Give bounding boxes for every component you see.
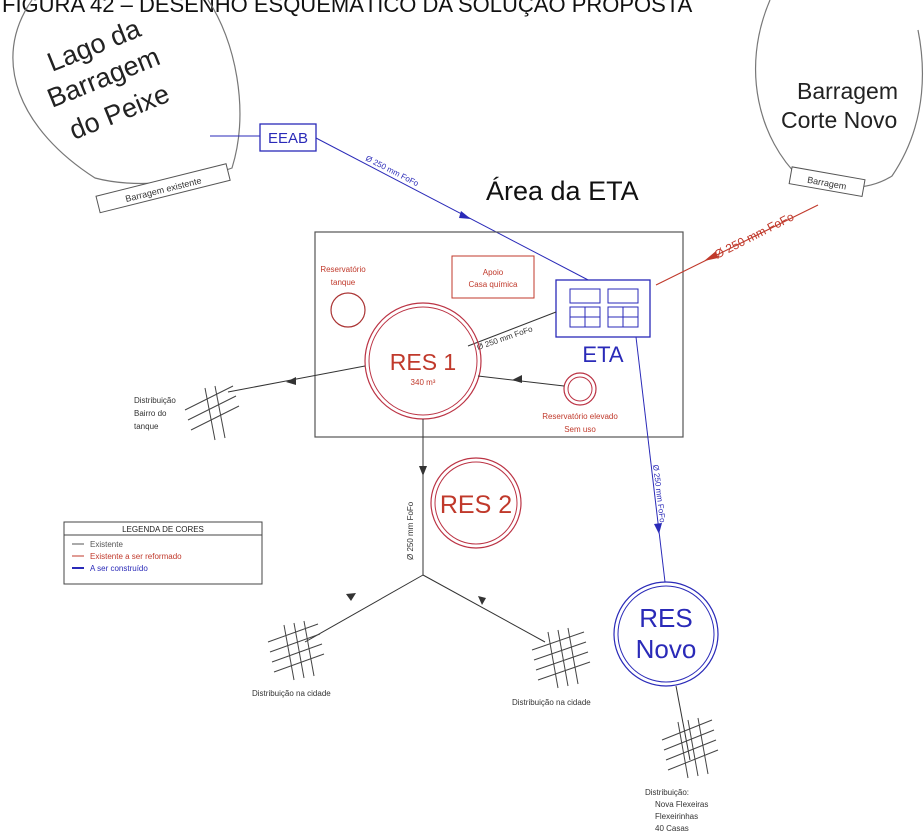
pipe-eeab-arrow	[459, 211, 471, 219]
pipe-corte-novo-label: Ø 250 mm FoFo	[712, 209, 796, 261]
legend-title: LEGENDA DE CORES	[122, 525, 204, 534]
res-novo-line2: Novo	[636, 634, 697, 664]
dist-city-left-label: Distribuição na cidade	[252, 689, 331, 698]
res-novo-circle-inner	[617, 585, 715, 683]
res2-circle-outer	[430, 457, 522, 549]
pipe-dist-novo	[675, 685, 691, 761]
pipe-eta-res1	[467, 311, 557, 347]
dist-novo-line4: 40 Casas	[655, 824, 689, 833]
support-line2: Casa química	[469, 280, 518, 289]
pipe-res-novo-arrow	[654, 523, 662, 534]
pipe-eta-res1-label: Ø 250 mm FoFo	[476, 324, 535, 352]
elevated-circle-outer	[563, 372, 597, 406]
dist-city-right-label: Distribuição na cidade	[512, 698, 591, 707]
eta-area-title: Área da ETA	[486, 176, 639, 206]
legend-item-existing: Existente	[90, 540, 123, 549]
eta-label: ETA	[582, 342, 623, 367]
elevated-line2: Sem uso	[564, 425, 596, 434]
dist-left-line1: Distribuição	[134, 396, 176, 405]
pipe-res2-label: Ø 250 mm FoFo	[406, 501, 415, 560]
dist-left-line3: tanque	[134, 422, 159, 431]
pipe-res1-city-arrow	[419, 466, 427, 476]
res1-volume: 340 m³	[411, 378, 436, 387]
pipe-eeab-eta	[315, 137, 593, 283]
reservoir-tank-line2: tanque	[331, 278, 356, 287]
pipe-city-right	[422, 574, 546, 643]
res-novo-circle-outer	[613, 581, 719, 687]
reservoir-tank-circle	[330, 292, 366, 328]
pipe-elevated-arrow	[512, 375, 522, 383]
legend-item-new: A ser construído	[90, 564, 148, 573]
support-box	[451, 255, 535, 299]
legend-item-reform: Existente a ser reformado	[90, 552, 182, 561]
res2-label: RES 2	[440, 491, 512, 519]
eta-block	[555, 279, 651, 338]
dist-city-right-grid	[531, 627, 591, 689]
pipe-city-left	[304, 574, 424, 643]
dist-novo-line2: Nova Flexeiras	[655, 800, 708, 809]
eeab-label: EEAB	[268, 130, 308, 147]
pipe-res-novo-label: Ø 250 mm FoFo	[651, 464, 667, 523]
eeab-box	[259, 123, 317, 152]
support-line1: Apoio	[483, 268, 504, 277]
pipe-corte-novo	[655, 204, 819, 286]
dist-left-grid	[184, 385, 240, 441]
reservoir-tank-line1: Reservatório	[320, 265, 366, 274]
elevated-line1: Reservatório elevado	[542, 412, 618, 421]
dam-existing: Barragem existente	[95, 163, 231, 214]
pipe-eeab-label: Ø 250 mm FoFo	[364, 154, 420, 189]
color-legend: LEGENDA DE CORES Existente Existente a s…	[63, 521, 263, 585]
res-novo-line1: RES	[639, 603, 692, 633]
pipe-city-left-arrow	[346, 593, 356, 601]
dam-corte-novo: Barragem	[788, 166, 866, 198]
res2-circle-inner	[434, 461, 518, 545]
pipe-res-novo	[635, 336, 666, 583]
pipe-city-right-arrow	[478, 596, 486, 605]
res1-circle-inner	[368, 306, 478, 416]
pipe-dist-left	[227, 365, 366, 393]
dist-novo-line3: Flexeirinhas	[655, 812, 698, 821]
dist-city-left-grid	[267, 620, 325, 681]
eta-area-box	[314, 231, 684, 438]
figure-title: FIGURA 42 – DESENHO ESQUEMÁTICO DA SOLUÇ…	[2, 0, 693, 17]
lake-right-line1: Barragem	[797, 78, 898, 104]
lake-right-line2: Corte Novo	[781, 107, 897, 133]
pipe-corte-novo-arrow	[704, 251, 718, 261]
pipe-dist-left-arrow	[286, 377, 296, 385]
lake-barragem-corte-novo: Barragem Corte Novo Barragem	[754, 0, 924, 198]
dist-novo-line1: Distribuição:	[645, 788, 689, 797]
elevated-circle-inner	[567, 376, 593, 402]
dist-novo-grid	[661, 717, 719, 779]
dist-left-line2: Bairro do	[134, 409, 167, 418]
res1-label: RES 1	[390, 349, 456, 375]
lake-barragem-do-peixe: Lago da Barragem do Peixe Barragem exist…	[12, 0, 241, 214]
